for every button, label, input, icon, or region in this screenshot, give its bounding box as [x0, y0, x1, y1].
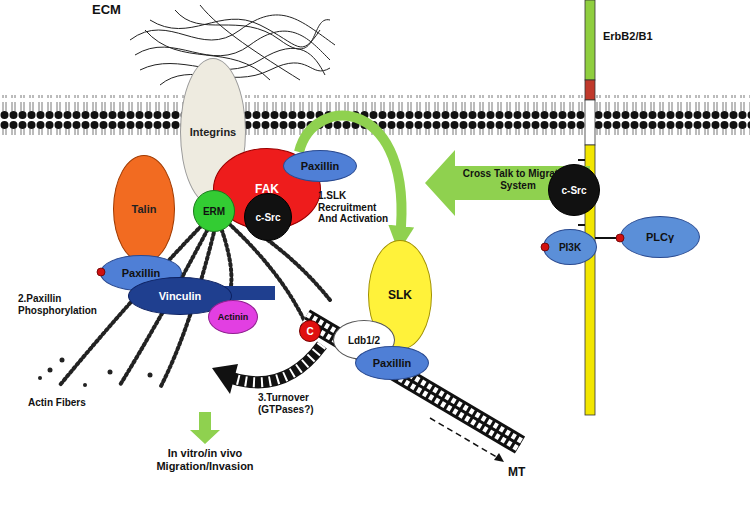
paxillin-shape: Paxillin — [283, 150, 357, 182]
node-text: Actinin — [218, 312, 249, 322]
csrc-shape: c-Src — [244, 193, 292, 241]
plc-shape: PLCγ — [620, 216, 700, 258]
node-text: Integrins — [190, 126, 236, 138]
actinin-shape: Actinin — [208, 300, 258, 334]
node-text: Talin — [132, 203, 157, 215]
step-label: 2.Paxillin Phosphorylation — [18, 293, 118, 316]
step-label: 1.SLK Recruitment And Activation — [318, 190, 398, 225]
node-text: Paxillin — [301, 160, 340, 172]
part-label: Actin Fibers — [28, 397, 118, 409]
node-text: Paxillin — [373, 357, 412, 369]
c-marker: C — [299, 320, 321, 342]
node-text: ERM — [203, 206, 225, 217]
part-label: MT — [508, 466, 548, 480]
outcome-label: In vitro/in vivo Migration/Invasion — [140, 447, 270, 472]
node-text: c-Src — [255, 212, 280, 223]
node-text: C — [306, 326, 313, 337]
node-text: Paxillin — [122, 267, 161, 279]
node-text: Vinculin — [159, 290, 202, 302]
node-text: Ldb1/2 — [348, 335, 380, 346]
pi3k-shape: PI3K — [543, 229, 597, 265]
paxillin-shape: Paxillin — [355, 346, 429, 380]
title-label: ECM — [92, 3, 132, 18]
talin-shape: Talin — [113, 155, 175, 263]
node-text: PI3K — [559, 242, 581, 253]
erm-shape: ERM — [193, 190, 235, 232]
crosstalk-label: Cross Talk to Migration System — [462, 168, 574, 191]
node-text: c-Src — [561, 185, 586, 196]
node-text: SLK — [388, 288, 412, 302]
step-label: 3.Turnover (GTPases?) — [258, 392, 348, 415]
node-text: PLCγ — [646, 231, 674, 243]
receptor-label: ErbB2/B1 — [603, 30, 673, 43]
